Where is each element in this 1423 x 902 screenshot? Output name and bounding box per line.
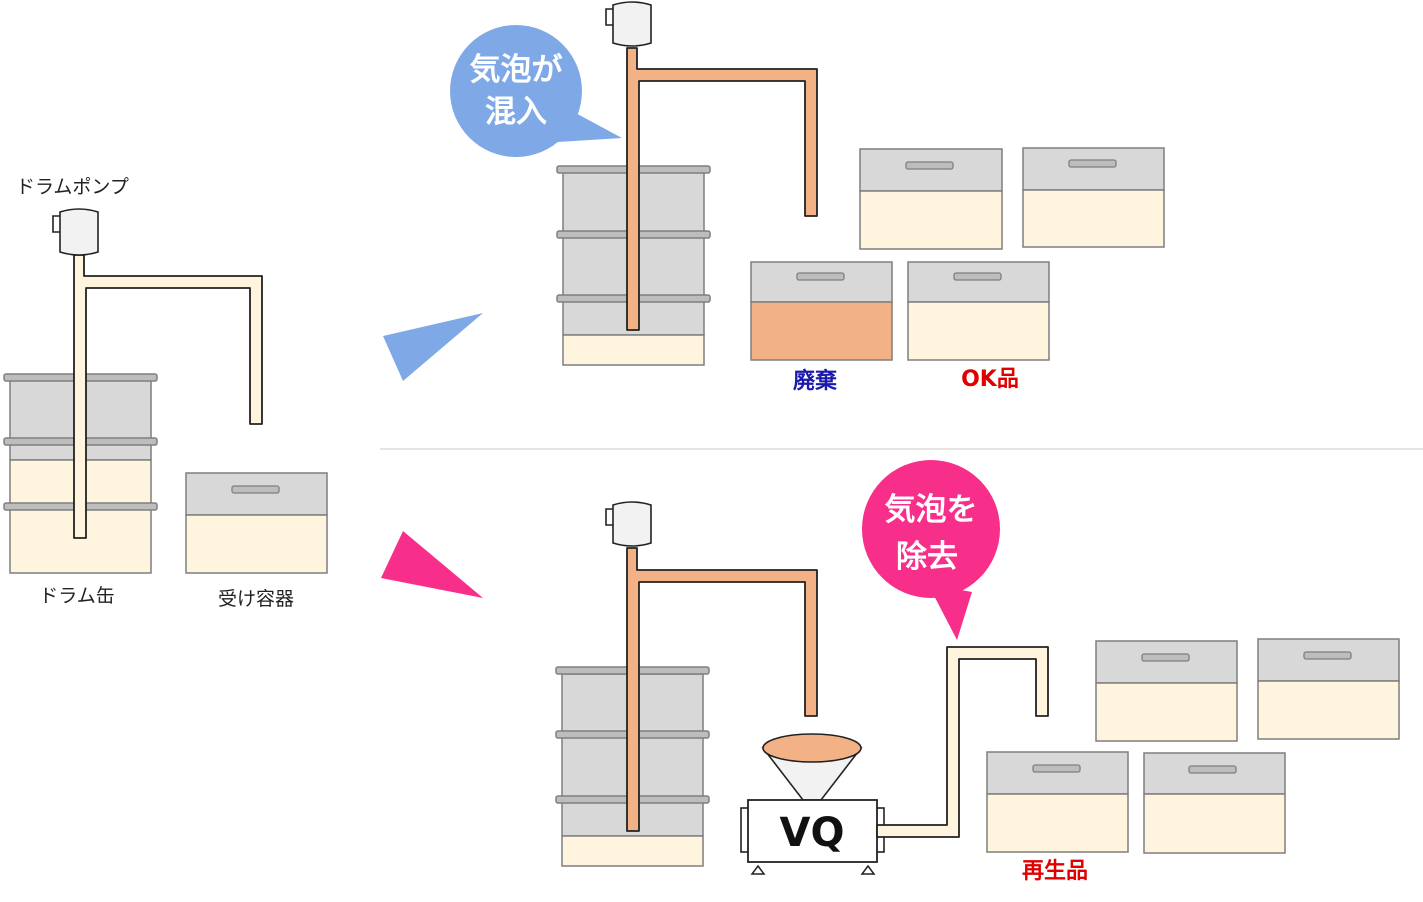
waste-container bbox=[750, 261, 893, 361]
drum-pump-icon bbox=[52, 208, 99, 256]
bubble-removed-case: VQ 気泡を 除去 bbox=[555, 460, 1400, 884]
drum-can-label: ドラム缶 bbox=[39, 585, 114, 607]
bubble-mixed-callout: 気泡が 混入 bbox=[450, 25, 622, 157]
bubble-mixed-line2: 混入 bbox=[485, 94, 547, 130]
pump-pipe-top bbox=[626, 47, 818, 331]
pump-pipe-bottom bbox=[626, 547, 818, 832]
drum-pump-icon-top bbox=[605, 1, 652, 47]
vq-outlet-pipe bbox=[876, 646, 1049, 838]
recycled-container-front-right bbox=[1143, 752, 1286, 854]
bubble-removed-line1: 気泡を bbox=[885, 492, 978, 528]
vq-unit: VQ bbox=[740, 733, 885, 875]
ok-product-label: OK品 bbox=[961, 367, 1019, 392]
ok-container-front bbox=[907, 261, 1050, 361]
recycled-container-front-left bbox=[986, 751, 1129, 853]
ok-container-back-right bbox=[1022, 147, 1165, 248]
bubble-mixed-case: 気泡が 混入 廃棄 OK品 bbox=[450, 1, 1165, 394]
bubble-mixed-line1: 気泡が bbox=[470, 52, 563, 88]
drum-pump-label: ドラムポンプ bbox=[16, 176, 129, 198]
bubble-removed-callout: 気泡を 除去 bbox=[862, 460, 1000, 640]
receiving-container-label: 受け容器 bbox=[218, 588, 294, 610]
waste-label: 廃棄 bbox=[793, 368, 838, 394]
recycled-container-back-right bbox=[1257, 638, 1400, 740]
arrow-to-bubble-case bbox=[383, 313, 483, 381]
recycled-product-label: 再生品 bbox=[1022, 859, 1088, 884]
ok-container-back-left bbox=[859, 148, 1003, 250]
arrow-to-vq-case bbox=[381, 531, 483, 598]
initial-setup: ドラムポンプ ドラム缶 受け容器 bbox=[3, 176, 328, 610]
drum-pump-icon-bottom bbox=[605, 501, 652, 547]
vq-label: VQ bbox=[780, 810, 845, 856]
recycled-container-back-left bbox=[1095, 640, 1238, 742]
receiving-container bbox=[185, 472, 328, 574]
bubble-removed-line2: 除去 bbox=[896, 539, 958, 575]
